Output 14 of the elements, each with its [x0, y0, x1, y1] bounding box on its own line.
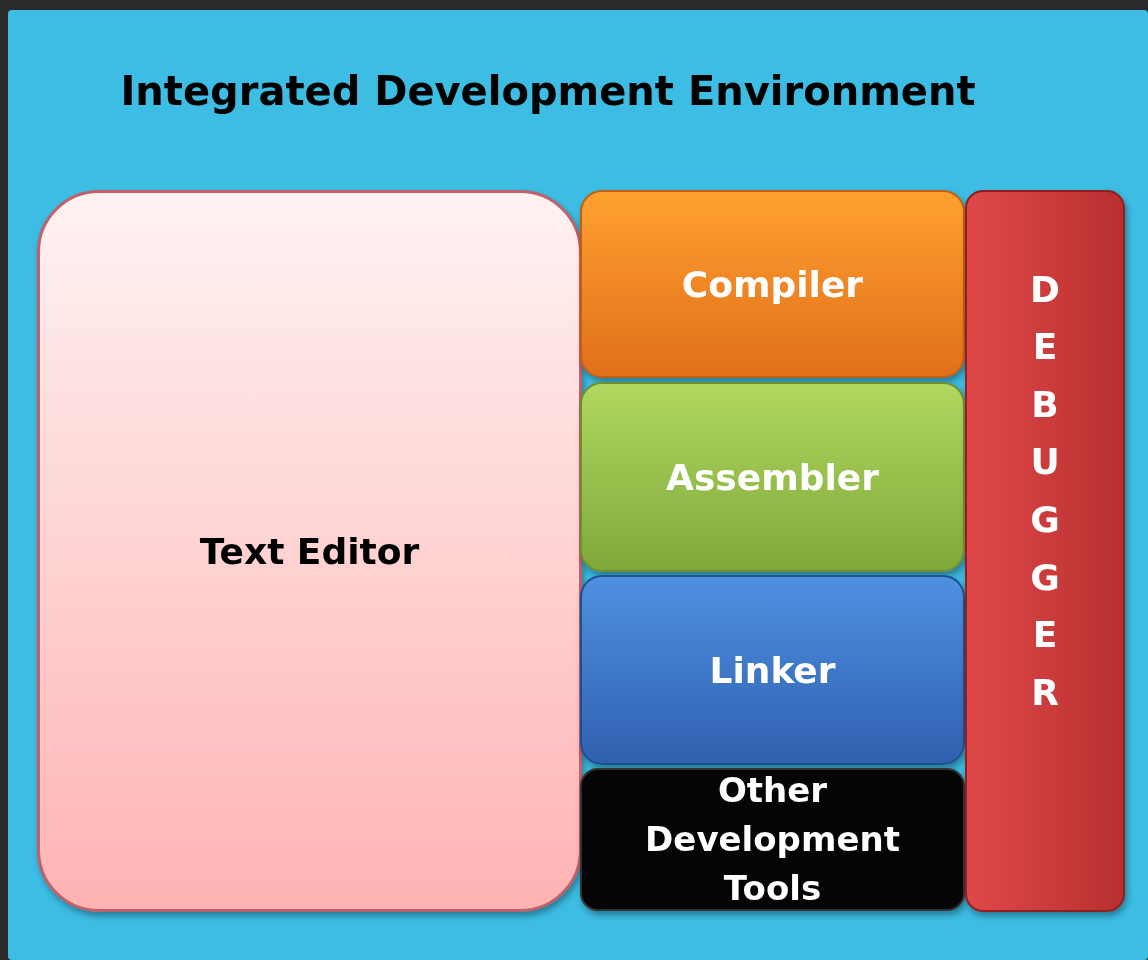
title-text: Integrated Development Environment [120, 68, 976, 114]
editor-box [37, 190, 582, 912]
compiler-box [580, 190, 965, 378]
box-label: DEBUGGER [1029, 267, 1061, 715]
box-label: Compiler [681, 263, 864, 305]
box-label: Linker [709, 649, 836, 691]
box-label: Assembler [666, 456, 879, 498]
box-label: Text Editor [199, 530, 420, 572]
assembler-box [580, 382, 965, 572]
tools-box [580, 768, 965, 911]
box-label: Other Development Tools [644, 768, 901, 911]
environment-panel [8, 10, 1148, 960]
linker-box [580, 575, 965, 765]
debugger-bar [965, 190, 1125, 912]
